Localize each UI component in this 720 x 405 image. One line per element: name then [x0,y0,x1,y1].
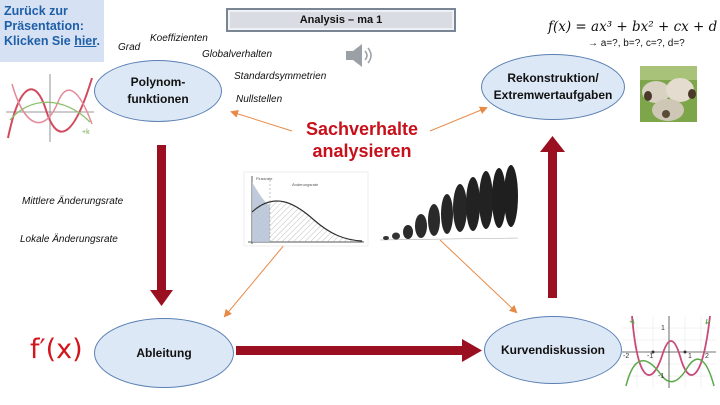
node-ableitung[interactable]: Ableitung [94,318,234,388]
back-link[interactable]: hier [74,34,97,48]
back-line-1: Zurück zur [4,4,68,18]
center-heading: Sachverhalte analysieren [292,118,432,162]
rate-lokale: Lokale Änderungsrate [20,234,118,245]
topic-nullstellen: Nullstellen [236,94,283,105]
node-polynomfunktionen[interactable]: Polynom- funktionen [94,60,222,122]
arrow-polynom-to-ableitung [150,145,173,306]
x-tick-label: -1 [647,353,653,360]
speaker-icon[interactable] [346,44,372,67]
rate-mittlere: Mittlere Änderungsrate [22,196,124,207]
arrow-ableitung-to-kurven [236,339,482,362]
svg-text:+k: +k [82,129,90,136]
node-rekonstruktion[interactable]: Rekonstruktion/ Extremwertaufgaben [481,54,625,120]
sheep-photo [640,66,697,122]
topic-standardsymmetrien: Standardsymmetrien [234,71,327,82]
curve-discussion-graph: -2 -1 1 2 1 -1 [622,315,716,388]
topic-globalverhalten: Globalverhalten [202,49,273,60]
node-kurvendiskussion[interactable]: Kurvendiskussion [484,316,622,384]
curve-area-graph: Flussrate Änderungsrate [243,171,369,247]
arrow-kurven-to-rekon [540,136,565,298]
y-tick-label: 1 [661,325,665,332]
polynomial-graph-thumbnail: +k [6,72,96,144]
back-line-3-suffix: . [96,34,100,48]
topic-grad: Grad [118,42,141,53]
svg-text:Änderungsrate: Änderungsrate [292,182,319,187]
y-tick-label: -1 [658,373,664,380]
derivative-symbol: f′(x) [30,334,83,365]
back-line-2: Präsentation: [4,19,84,33]
tree-growth-image [379,165,519,241]
polynomial-formula: f(x) = ax³ + bx² + cx + d [548,19,718,35]
arrow-center-to-polynom [230,109,293,132]
page-title: Analysis – ma 1 [226,8,456,32]
arrow-center-to-ableitung [223,237,291,318]
topic-koeffizienten: Koeffizienten [150,33,208,44]
svg-text:Flussrate: Flussrate [256,176,273,181]
back-to-presentation-box: Zurück zur Präsentation: Klicken Sie hie… [0,0,104,62]
x-tick-label: -2 [623,353,629,360]
arrow-center-to-rekon [429,106,488,132]
back-line-3-prefix: Klicken Sie [4,34,75,48]
x-tick-label: 2 [705,353,709,360]
center-heading-line-2: analysieren [312,141,412,161]
x-tick-label: 1 [688,353,692,360]
arrow-center-to-kurven [439,239,518,314]
back-line-3: Klicken Sie hier. [4,34,100,49]
unknown-coefficients: → a=?, b=?, c=?, d=? [588,38,685,49]
center-heading-line-1: Sachverhalte [305,119,419,139]
